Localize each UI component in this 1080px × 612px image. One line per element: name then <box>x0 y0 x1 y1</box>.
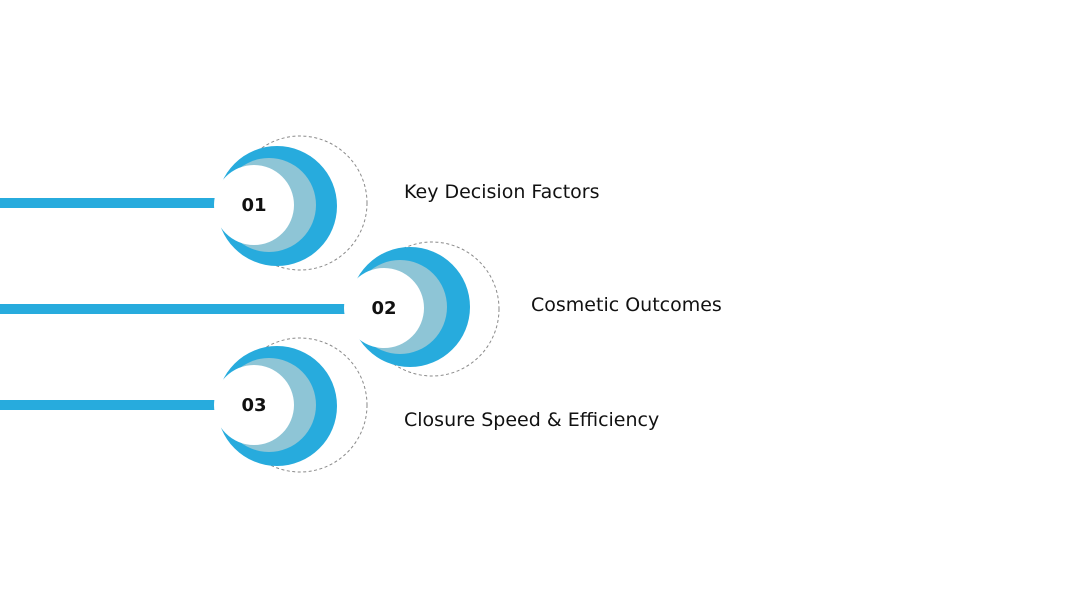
step-number-1: 01 <box>241 195 266 216</box>
step-1: 01 <box>0 135 368 271</box>
connector-bar-2 <box>0 304 362 314</box>
step-number-3: 03 <box>241 395 266 416</box>
number-badge-1 <box>214 165 294 245</box>
connector-bar-3 <box>0 400 232 410</box>
connector-bar-1 <box>0 198 232 208</box>
number-badge-3 <box>214 365 294 445</box>
step-label-1: Key Decision Factors <box>404 181 600 203</box>
step-label-3: Closure Speed & Efficiency <box>404 409 660 431</box>
step-3: 03 <box>0 337 368 473</box>
step-number-2: 02 <box>371 298 396 319</box>
step-label-2: Cosmetic Outcomes <box>531 294 722 316</box>
number-badge-2 <box>344 268 424 348</box>
step-2: 02 <box>0 241 500 377</box>
